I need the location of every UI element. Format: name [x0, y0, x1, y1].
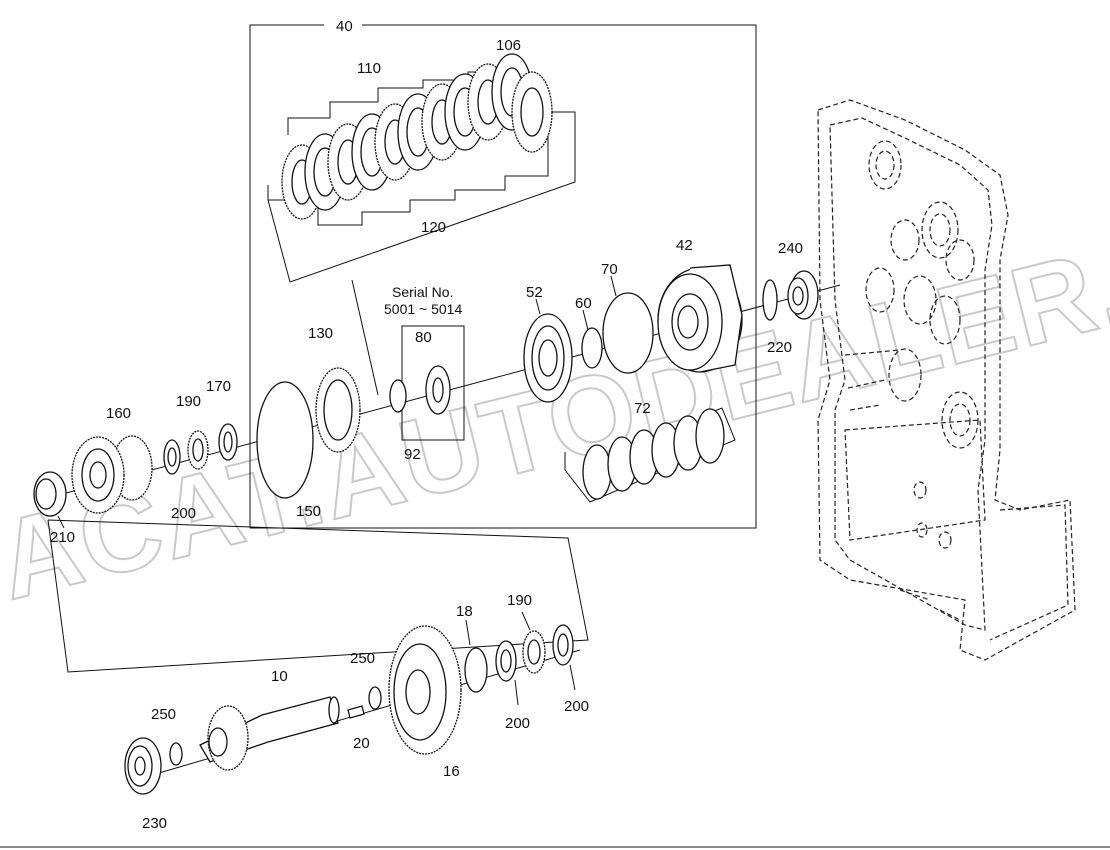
callout-72: 72: [634, 400, 651, 417]
clutch-disc-pack: [267, 53, 576, 283]
part-60-ring: [581, 327, 603, 369]
callout-110: 110: [357, 60, 381, 77]
part-72-spring-pack: [564, 407, 736, 503]
callout-170: 170: [206, 378, 231, 395]
callout-10: 10: [271, 668, 288, 685]
part-92-ring: [389, 379, 407, 413]
watermark-text: ACAT.AUTODEALER.RU: [0, 181, 1110, 623]
callout-106: 106: [496, 37, 521, 54]
part-42-clutch-drum: [657, 264, 743, 373]
lower-group-frame: [47, 519, 589, 673]
callout-160: 160: [106, 405, 131, 422]
callout-200-lower-b: 200: [564, 698, 589, 715]
callout-120: 120: [421, 219, 446, 236]
part-20-spring: [347, 705, 365, 719]
callout-18: 18: [456, 603, 473, 620]
callout-70: 70: [601, 261, 618, 278]
callout-40: 40: [336, 18, 353, 35]
callout-52: 52: [526, 284, 543, 301]
callout-150: 150: [296, 503, 321, 520]
serial-note-line2: 5001 ~ 5014: [384, 301, 462, 317]
callout-210: 210: [50, 529, 75, 546]
callout-200-lower-a: 200: [505, 715, 530, 732]
callout-20: 20: [353, 735, 370, 752]
callout-250-lower: 250: [151, 706, 176, 723]
callout-220: 220: [767, 339, 792, 356]
part-130-disc: [315, 367, 361, 453]
callout-190-lower: 190: [507, 592, 532, 609]
callout-42: 42: [676, 237, 693, 254]
leader-group-line: [351, 279, 379, 396]
part-18-circlip: [464, 647, 488, 693]
serial-note-line1: Serial No.: [392, 284, 453, 300]
part-230-bearing: [124, 737, 162, 795]
group-40-frame: [249, 24, 757, 529]
part-160-gear: [71, 435, 153, 514]
part-250-circlip-upper: [368, 686, 382, 710]
callout-200-upper: 200: [171, 505, 196, 522]
part-150-ring: [256, 381, 314, 499]
part-210-bearing: [33, 471, 67, 517]
transmission-housing: [817, 99, 1076, 661]
callout-250-upper: 250: [350, 650, 375, 667]
callout-92: 92: [404, 446, 421, 463]
part-70-ring: [602, 292, 654, 374]
part-52-piston: [523, 313, 573, 403]
part-10-shaft: [199, 696, 340, 771]
part-240-bearing: [787, 270, 819, 320]
part-220-circlip: [762, 279, 778, 321]
part-250-circlip-lower: [169, 742, 183, 766]
callout-240: 240: [778, 240, 803, 257]
callout-190-upper: 190: [176, 393, 201, 410]
callout-60: 60: [575, 295, 592, 312]
callout-80: 80: [415, 329, 432, 346]
callout-16: 16: [443, 763, 460, 780]
callout-130: 130: [308, 325, 333, 342]
callout-230: 230: [142, 815, 167, 832]
part-16-gear: [388, 625, 462, 755]
